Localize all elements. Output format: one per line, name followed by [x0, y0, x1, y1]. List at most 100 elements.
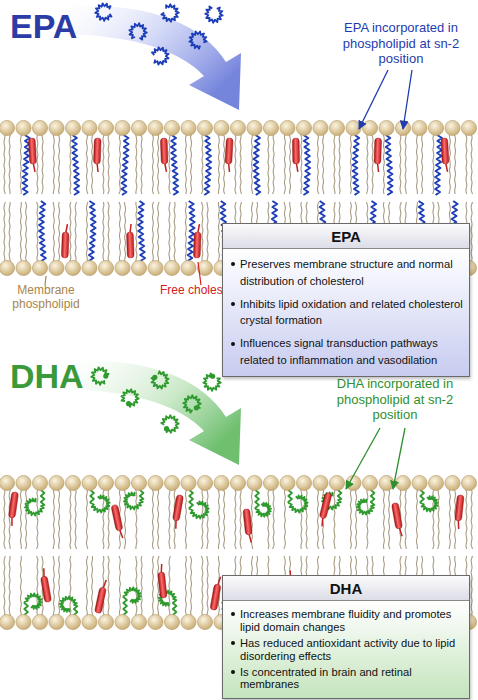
phospholipid-head	[65, 614, 80, 629]
fatty-acid-chain	[151, 371, 168, 388]
phospholipid-head	[329, 475, 344, 490]
fatty-acid-chain	[161, 415, 179, 433]
lipid-tail	[334, 489, 335, 549]
fatty-acid-chain	[205, 6, 222, 22]
pufa-chains	[23, 135, 442, 195]
lipid-tail	[190, 134, 191, 194]
lipid-tail	[190, 556, 191, 616]
lipid-tail	[400, 134, 401, 194]
fatty-acid-chain	[95, 3, 111, 20]
cholesterol-body	[40, 576, 51, 603]
bullet-text: Preserves membrane structure and normal …	[240, 258, 453, 287]
lipid-tail	[141, 134, 142, 194]
free-cholesterol	[193, 224, 201, 258]
phospholipid-head	[164, 475, 179, 490]
phospholipid-head	[16, 475, 31, 490]
phospholipid-head	[32, 120, 47, 135]
lipid-tail	[251, 489, 252, 549]
phospholipid-head	[0, 475, 15, 490]
cholesterol-body	[193, 232, 201, 258]
section-heading: EPA	[10, 8, 100, 45]
lipid-tail	[136, 134, 137, 194]
free-cholesterol	[93, 138, 101, 172]
lipid-tail	[273, 489, 274, 549]
phospholipid-head	[329, 120, 344, 135]
lipid-tail	[141, 556, 142, 616]
epa-incorporation-arrow	[62, 5, 241, 110]
lipid-tail	[9, 134, 10, 194]
phospholipid-head	[263, 120, 278, 135]
phospholipid-head	[131, 475, 146, 490]
lipid-tail	[70, 134, 71, 194]
lipid-tail	[169, 202, 170, 262]
lipid-tail	[20, 489, 21, 549]
box-body: Increases membrane fluidity and promotes…	[223, 601, 469, 698]
bullet-dot	[231, 641, 235, 645]
lipid-tail	[389, 489, 390, 549]
phospholipid-head	[0, 120, 15, 135]
phospholipid-head	[296, 475, 311, 490]
phospholipid-head	[115, 614, 130, 629]
lipid-tail	[218, 489, 219, 549]
free-cholesterol	[126, 224, 134, 258]
phospholipid-head	[115, 475, 130, 490]
lipid-tail	[152, 202, 153, 262]
phospholipid-head	[313, 120, 328, 135]
lipid-tail	[201, 202, 202, 262]
lipid-tail	[58, 202, 59, 262]
phospholipid-head	[461, 120, 476, 135]
phospholipid-head	[0, 260, 15, 275]
phospholipid-head	[131, 614, 146, 629]
lipid-tail	[383, 489, 384, 549]
lipid-tail	[223, 134, 224, 194]
dha-chain	[420, 490, 438, 512]
lipid-tail	[75, 202, 76, 262]
bullet-text: Inhibits lipid oxidation and related cho…	[240, 298, 463, 327]
lipid-tail	[92, 134, 93, 194]
lipid-tail	[37, 202, 38, 262]
phospholipid-head	[98, 614, 113, 629]
lipid-tail	[152, 134, 153, 194]
phospholipid-head	[148, 260, 163, 275]
phospholipid-head	[115, 120, 130, 135]
lipid-tail	[152, 489, 153, 549]
lipid-tail	[405, 134, 406, 194]
section-heading: DHA	[10, 358, 100, 395]
lipid-tails	[4, 489, 473, 549]
lipid-tail	[207, 556, 208, 616]
phospholipid-head	[82, 120, 97, 135]
free-cholesterol	[28, 138, 37, 172]
lipid-tail	[268, 134, 269, 194]
epa-chain	[303, 135, 310, 195]
free-cholesterol	[243, 509, 253, 544]
lipid-tail	[37, 134, 38, 194]
lipid-tail	[86, 556, 87, 616]
phospholipid-head	[16, 260, 31, 275]
free-cholesterol	[61, 224, 69, 258]
bullet-item: Has reduced antioxidant activity due to …	[229, 637, 463, 663]
free-cholesterol	[391, 502, 404, 537]
lipid-tail	[174, 202, 175, 262]
fatty-acid-chain	[203, 373, 221, 391]
lipid-tail	[4, 489, 5, 549]
phospholipid-head	[230, 120, 245, 135]
phospholipid-head	[313, 475, 328, 490]
lipid-tail	[251, 134, 252, 194]
lipid-tail	[218, 202, 219, 262]
callout-leader	[403, 70, 412, 129]
fatty-acid-head	[194, 405, 199, 410]
lipid-tail	[416, 489, 417, 549]
lipid-tail	[383, 134, 384, 194]
lipid-tail	[465, 489, 466, 549]
part-label: Membrane phospholipid	[4, 284, 88, 312]
lipid-tail	[235, 134, 236, 194]
lipid-tail	[471, 202, 472, 262]
lipid-tail	[416, 134, 417, 194]
box-heading: EPA	[223, 224, 469, 249]
fatty-acid-chain	[183, 395, 201, 412]
cholesterol-body	[93, 138, 101, 164]
dha-chain	[288, 490, 307, 513]
free-cholesterol	[111, 504, 125, 539]
lipid-tail	[218, 134, 219, 194]
free-cholesterol	[7, 492, 18, 527]
